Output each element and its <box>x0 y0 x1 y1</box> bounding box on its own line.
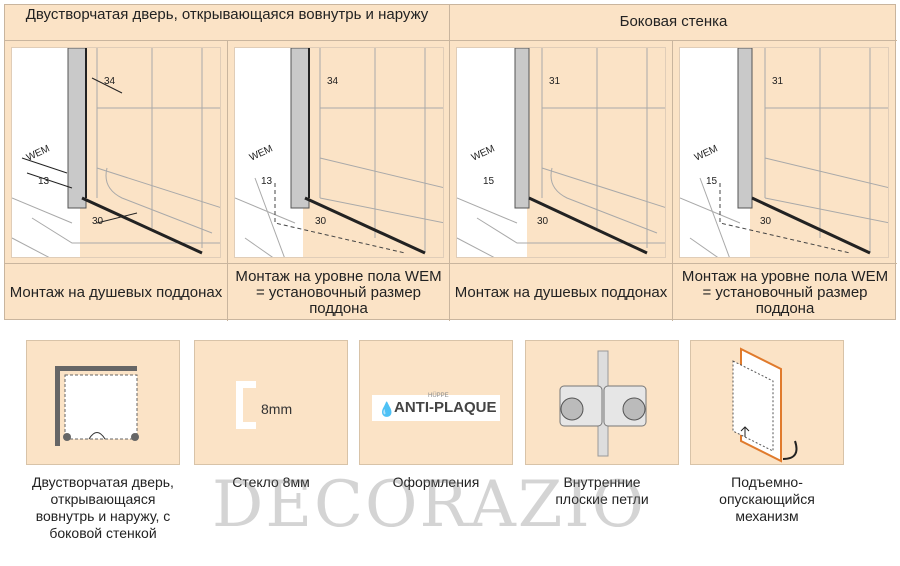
feature-label-door: Двустворчатая дверь, открывающаяся вовну… <box>32 474 174 541</box>
feature-label-anti-plaque: Оформления <box>392 474 480 490</box>
dim-bottom-label: 30 <box>92 216 104 227</box>
side-wall-tray-diagram: 31 WEM 15 30 <box>456 47 666 258</box>
dim-side-label: 13 <box>38 176 50 187</box>
watermark: DECORAZIO <box>212 468 647 542</box>
brand-small: HÜPPE <box>428 393 449 399</box>
dim-top-label: 34 <box>327 76 339 87</box>
dim-top-label: 34 <box>104 76 116 87</box>
header-double-door: Двустворчатая дверь, открывающаяся вовну… <box>5 5 450 41</box>
feature-anti-plaque: HÜPPE 💧 ANTI-PLAQUE <box>359 340 513 465</box>
feature-door-plan <box>26 340 180 465</box>
caption-tray-1: Монтаж на душевых поддонах <box>5 263 228 321</box>
hinge-icon <box>559 350 647 457</box>
caption-floor-1: Монтаж на уровне пола WEM = установочный… <box>228 263 450 321</box>
caption-floor-2: Монтаж на уровне пола WEM = установочный… <box>673 263 897 321</box>
caption-text: Монтаж на уровне пола WEM = установочный… <box>681 267 889 317</box>
feature-glass: 8mm <box>194 340 348 465</box>
tray-install-diagram: 34 WEM 13 30 <box>11 47 221 258</box>
dim-top-label: 31 <box>772 76 784 87</box>
glass-thickness-text: 8mm <box>261 401 293 417</box>
caption-tray-2: Монтаж на душевых поддонах <box>450 263 673 321</box>
dim-side-label: 15 <box>483 176 495 187</box>
dim-top-label: 31 <box>549 76 561 87</box>
caption-text: Монтаж на уровне пола WEM = установочный… <box>235 267 442 317</box>
drop-icon: 💧 <box>378 401 396 417</box>
anti-plaque-text: ANTI-PLAQUE <box>394 399 497 416</box>
diagram-cell-3: 31 WEM 15 30 <box>450 41 673 263</box>
dim-bottom-label: 30 <box>315 216 327 227</box>
dim-bottom-label: 30 <box>537 216 549 227</box>
installation-table: Двустворчатая дверь, открывающаяся вовну… <box>4 4 897 321</box>
lift-mechanism-icon <box>732 347 798 463</box>
anti-plaque-icon: HÜPPE 💧 ANTI-PLAQUE <box>372 393 500 421</box>
caption-text: Монтаж на душевых поддонах <box>454 283 668 301</box>
door-plan-icon <box>55 366 139 446</box>
dim-side-label: 15 <box>706 176 718 187</box>
feature-lift <box>690 340 844 465</box>
glass-thickness-icon <box>236 381 256 429</box>
diagram-cell-4: 31 WEM 15 30 <box>673 41 897 263</box>
diagram-cell-2: 34 WEM 13 30 <box>228 41 450 263</box>
side-wall-floor-diagram: 31 WEM 15 30 <box>679 47 889 258</box>
feature-hinges <box>525 340 679 465</box>
dim-side-label: 13 <box>261 176 273 187</box>
caption-text: Монтаж на душевых поддонах <box>9 283 223 301</box>
diagram-cell-1: 34 WEM 13 30 <box>5 41 228 263</box>
dim-bottom-label: 30 <box>760 216 772 227</box>
feature-label-lift: Подъемно-опускающийся механизм <box>719 474 815 524</box>
header-side-wall: Боковая стенка <box>450 5 897 41</box>
floor-install-diagram: 34 WEM 13 30 <box>234 47 444 258</box>
feature-label-glass: Стекло 8мм <box>232 474 310 490</box>
feature-label-hinges: Внутренние плоские петли <box>555 474 649 507</box>
